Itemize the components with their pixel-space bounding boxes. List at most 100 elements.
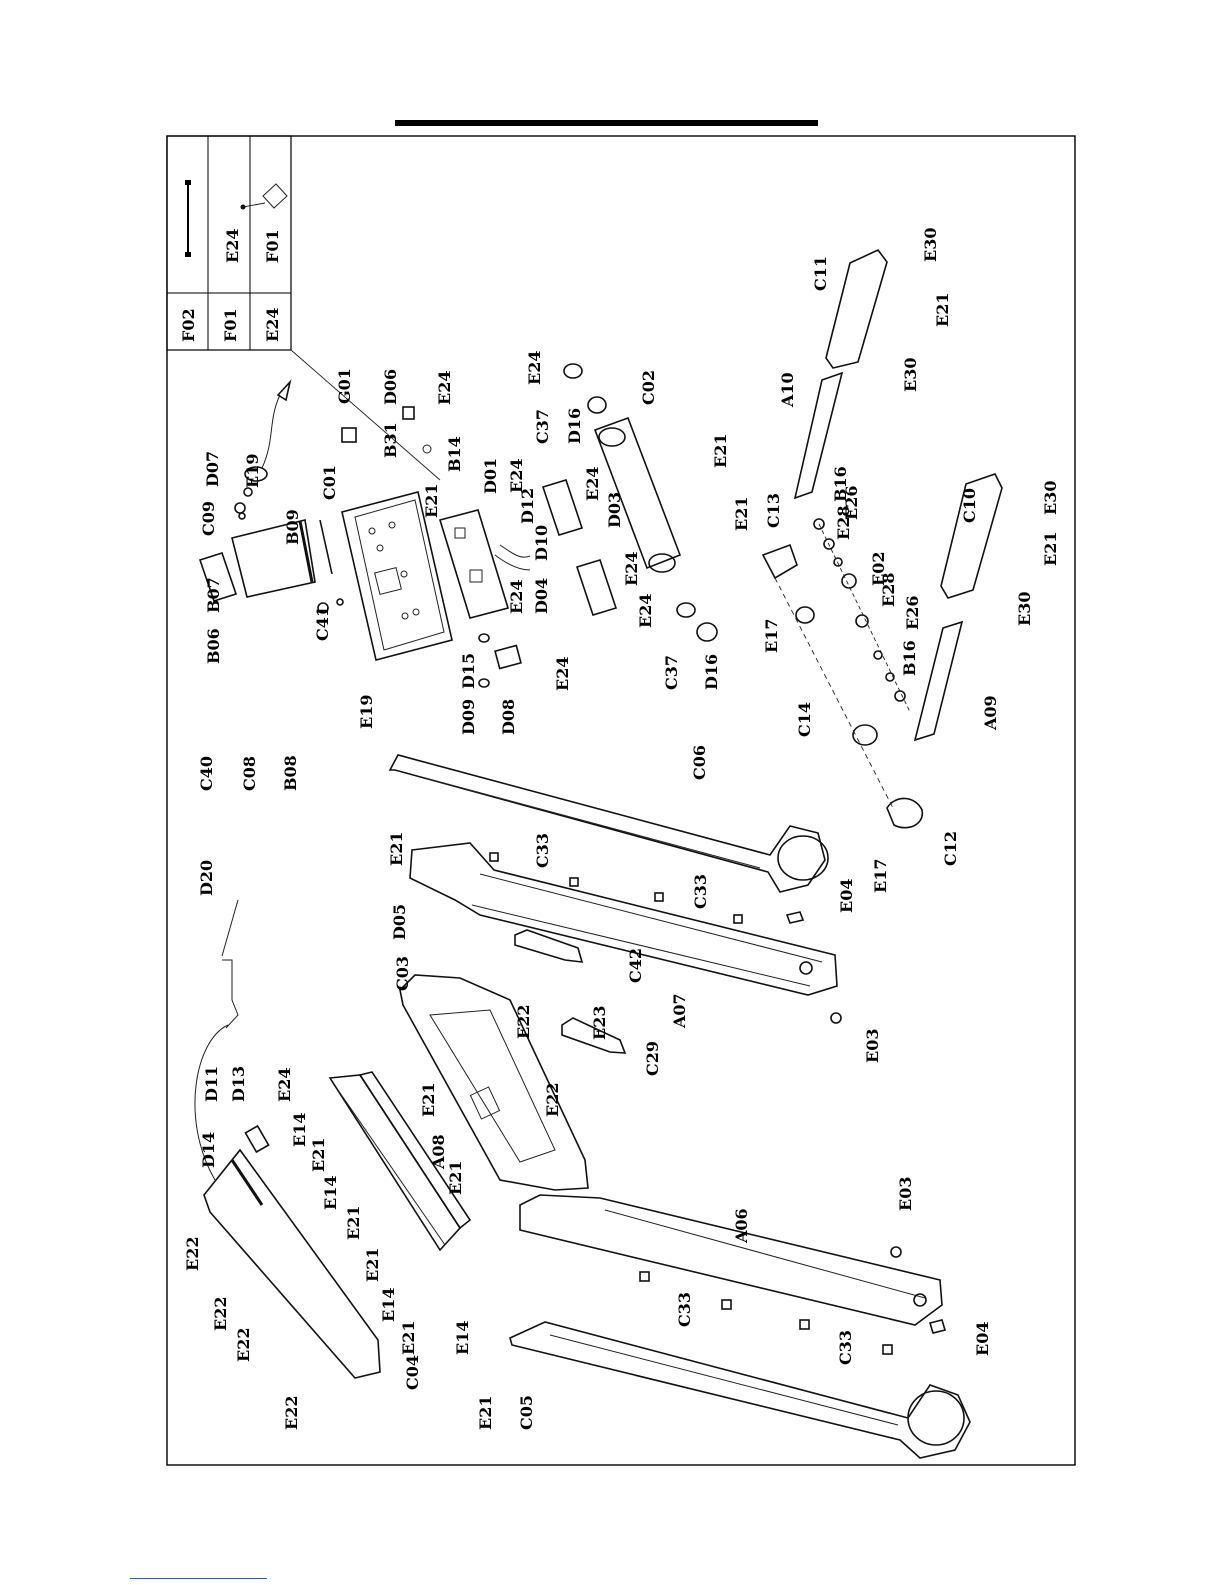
legend-code-e24: E24 [263,308,282,342]
part-label-b16: B16 [831,466,850,502]
part-label-d20: D20 [197,860,216,896]
part-label-c40: C40 [197,756,216,791]
part-label-e19: E19 [243,454,262,488]
part-label-e24: E24 [275,1068,294,1102]
part-label-d10: D10 [532,525,551,561]
part-label-e19: E19 [357,695,376,729]
part-label-d08: D08 [499,699,518,735]
part-label-e24: E24 [583,467,602,501]
part-label-e24: E24 [525,351,544,385]
part-label-e14: E14 [290,1113,309,1147]
part-label-c14: C14 [795,702,814,737]
part-label-e24: E24 [553,657,572,691]
legend-code-f01: F01 [221,308,240,342]
part-label-e28: E28 [879,573,898,607]
part-label-c12: C12 [941,831,960,866]
part-label-e30: E30 [901,358,920,392]
part-label-d16: D16 [702,654,721,690]
part-label-e04: E04 [837,879,856,913]
part-label-e21: E21 [711,434,730,468]
part-label-e14: E14 [321,1176,340,1210]
part-label-e21: E21 [399,1321,418,1355]
part-label-c13: C13 [764,493,783,528]
part-label-d03: D03 [605,492,624,528]
part-label-c33: C33 [836,1330,855,1365]
part-label-e21: E21 [732,497,751,531]
part-label-e17: E17 [762,619,781,653]
part-label-c37: C37 [533,409,552,444]
footer-rule [130,1578,267,1579]
part-label-e30: E30 [1015,592,1034,626]
part-label-e24: E24 [636,594,655,628]
part-label-e21: E21 [446,1161,465,1195]
part-label-c37: C37 [662,655,681,690]
part-label-e21: E21 [419,1083,438,1117]
part-label-b08: B08 [281,755,300,791]
part-label-b09: B09 [283,509,302,545]
part-label-d15: D15 [459,653,478,689]
legend-code-f02: F02 [179,308,198,342]
part-label-e04: E04 [973,1322,992,1356]
part-label-e21: E21 [387,832,406,866]
part-label-d06: D06 [381,369,400,405]
part-label-e22: E22 [211,1297,230,1331]
part-label-c33: C33 [533,833,552,868]
part-label-e03: E03 [896,1177,915,1211]
drawing-frame [166,135,1076,1466]
part-label-e21: E21 [344,1206,363,1240]
part-label-a06: A06 [732,1208,751,1244]
legend-item-f01: F01 [263,229,282,263]
part-label-c03: C03 [393,956,412,991]
part-label-c02: C02 [639,370,658,405]
part-label-c05: C05 [517,1395,536,1430]
part-label-e23: E23 [590,1006,609,1040]
part-label-c04: C04 [403,1355,422,1390]
part-label-e02: E02 [869,552,888,586]
part-label-c41: C41 [313,606,332,641]
part-label-c11: C11 [811,256,830,291]
part-label-e22: E22 [543,1083,562,1117]
part-label-e24: E24 [507,580,526,614]
part-label-e28: E28 [834,506,853,540]
part-label-e17: E17 [871,859,890,893]
part-label-a09: A09 [981,695,1000,731]
part-label-e21: E21 [309,1138,328,1172]
part-label-e22: E22 [282,1396,301,1430]
part-label-e14: E14 [453,1321,472,1355]
part-label-a10: A10 [778,372,797,408]
part-label-e21: E21 [422,484,441,518]
part-label-c33: C33 [691,874,710,909]
part-label-d07: D07 [203,451,222,487]
part-label-e22: E22 [514,1005,533,1039]
part-label-c33: C33 [675,1292,694,1327]
part-label-c09: C09 [199,501,218,536]
part-label-e21: E21 [933,293,952,327]
part-label-c01: C01 [320,465,339,500]
part-label-e24: E24 [507,459,526,493]
part-label-a07: A07 [670,993,689,1029]
part-label-b14: B14 [445,436,464,472]
part-label-a08: A08 [429,1134,448,1170]
part-label-e24: E24 [622,552,641,586]
part-label-e21: E21 [476,1396,495,1430]
part-label-e22: E22 [183,1237,202,1271]
part-label-d12: D12 [518,488,537,524]
part-label-d11: D11 [202,1066,221,1102]
part-label-d14: D14 [199,1132,218,1168]
part-label-b06: B06 [204,628,223,664]
part-label-d13: D13 [229,1066,248,1102]
header-rule [395,120,818,126]
part-drawings [194,249,1003,1459]
part-label-d01: D01 [481,458,500,494]
part-label-b31: B31 [381,422,400,458]
legend-item-e24: E24 [223,229,242,263]
part-label-c42: C42 [626,948,645,983]
part-label-b07: B07 [204,577,223,613]
part-label-e24: E24 [435,371,454,405]
part-label-e26: E26 [842,486,861,520]
part-label-e26: E26 [903,596,922,630]
part-label-e03: E03 [863,1029,882,1063]
part-label-d04: D04 [532,578,551,614]
